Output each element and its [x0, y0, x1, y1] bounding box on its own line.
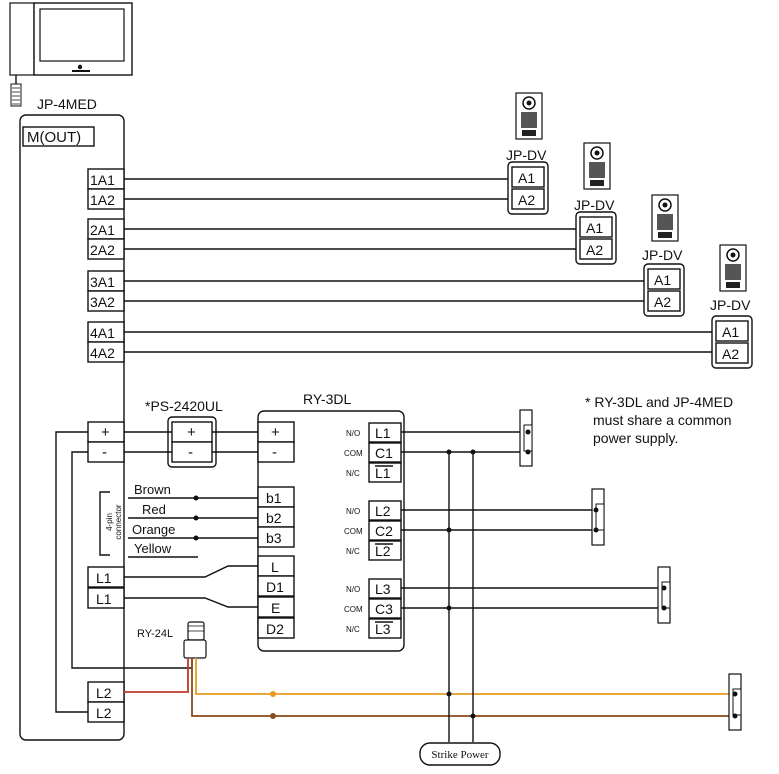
wire-orange-label: Orange — [132, 522, 175, 537]
svg-text:N/O: N/O — [346, 585, 360, 594]
svg-text:b2: b2 — [266, 510, 282, 526]
svg-text:4-pin: 4-pin — [105, 513, 114, 531]
svg-text:N/C: N/C — [346, 625, 360, 634]
terminal-1a2: 1A2 — [90, 192, 115, 208]
svg-text:-: - — [272, 444, 277, 461]
door-station-wires — [124, 178, 714, 353]
svg-text:D1: D1 — [266, 579, 284, 595]
svg-text:power supply.: power supply. — [593, 430, 678, 446]
wire-yellow-label: Yellow — [134, 541, 172, 556]
monitor-device-icon — [9, 2, 133, 107]
monitor-label: JP-4MED — [37, 96, 97, 112]
door-station-1-label: JP-DV — [506, 147, 547, 163]
main-terminal-box — [22, 126, 95, 147]
svg-text:L2: L2 — [96, 685, 112, 701]
door-station-2-label: JP-DV — [574, 197, 615, 213]
svg-text:L1: L1 — [96, 591, 112, 607]
svg-text:L1: L1 — [96, 570, 112, 586]
svg-text:L1: L1 — [375, 465, 391, 481]
strike-power-label: Strike Power — [431, 749, 488, 761]
svg-text:N/O: N/O — [346, 507, 360, 516]
strike-power-box — [419, 742, 501, 766]
door-station-icon — [583, 142, 611, 190]
relay-group-3: N/O COM N/C L3 C3 L3 — [344, 578, 402, 639]
relay-power-terminals: + - — [257, 421, 295, 463]
main-terminal-label: M(OUT) — [27, 129, 81, 146]
brown-wire — [191, 658, 735, 717]
red-wire — [124, 658, 189, 693]
orange-wire — [195, 658, 735, 695]
terminal-3a1: 3A1 — [90, 274, 115, 290]
terminal-4a2: 4A2 — [90, 345, 115, 361]
svg-text:C1: C1 — [375, 445, 393, 461]
door-station-3-label: JP-DV — [642, 247, 683, 263]
svg-text:L1: L1 — [375, 425, 391, 441]
monitor-power-terminals: + - — [87, 421, 125, 463]
svg-text:-: - — [102, 444, 107, 461]
svg-text:N/O: N/O — [346, 429, 360, 438]
relay-control-terminals: L D1 E D2 — [257, 555, 295, 639]
strike-lock-icon — [519, 409, 533, 467]
svg-text:D2: D2 — [266, 621, 284, 637]
svg-text:L2: L2 — [375, 503, 391, 519]
wire-red-label: Red — [142, 502, 166, 517]
door-station-icon — [719, 244, 747, 292]
power-supply-minus: - — [188, 444, 193, 461]
strike-lock-icon — [591, 488, 605, 546]
door-station-3-a2: A2 — [654, 294, 671, 310]
svg-text:* RY-3DL and JP-4MED: * RY-3DL and JP-4MED — [585, 394, 733, 410]
door-station-1-a1: A1 — [518, 170, 535, 186]
svg-text:COM: COM — [344, 605, 363, 614]
terminal-2a1: 2A1 — [90, 222, 115, 238]
svg-text:connector: connector — [114, 504, 123, 539]
door-station-icon — [515, 92, 543, 140]
svg-text:L3: L3 — [375, 581, 391, 597]
svg-text:L3: L3 — [375, 621, 391, 637]
svg-text:+: + — [101, 424, 110, 441]
door-station-2-a1: A1 — [586, 220, 603, 236]
terminal-1a1: 1A1 — [90, 172, 115, 188]
svg-text:L: L — [271, 559, 279, 575]
svg-text:b1: b1 — [266, 490, 282, 506]
strike-wires — [401, 431, 664, 742]
svg-text:+: + — [271, 424, 280, 441]
four-pin-connector: 4-pin connector Brown Red Orange Yellow — [99, 482, 258, 558]
relay-connector-terminals: b1 b2 b3 — [257, 486, 295, 548]
door-station-4-label: JP-DV — [710, 297, 751, 313]
strike-lock-icon — [657, 566, 671, 624]
ry24l-label: RY-24L — [137, 628, 173, 640]
svg-text:C3: C3 — [375, 601, 393, 617]
monitor-lock2-terminals: L2 L2 — [87, 681, 125, 723]
strike-lock-icon — [728, 673, 742, 731]
door-station-3-a1: A1 — [654, 272, 671, 288]
monitor-lock-terminals: L1 L1 — [87, 565, 258, 609]
ry24l-relay-icon — [183, 621, 207, 659]
svg-text:C2: C2 — [375, 523, 393, 539]
svg-text:COM: COM — [344, 527, 363, 536]
door-station-2-a2: A2 — [586, 242, 603, 258]
door-station-4-a1: A1 — [722, 324, 739, 340]
svg-text:COM: COM — [344, 449, 363, 458]
svg-text:L2: L2 — [375, 543, 391, 559]
relay-label: RY-3DL — [303, 391, 351, 407]
power-supply-plus: + — [187, 424, 196, 441]
svg-text:L2: L2 — [96, 705, 112, 721]
svg-text:must share a common: must share a common — [593, 412, 732, 428]
door-station-icon — [651, 194, 679, 242]
relay-group-1: N/O COM N/C L1 C1 L1 — [344, 422, 402, 483]
svg-text:b3: b3 — [266, 530, 282, 546]
svg-text:N/C: N/C — [346, 469, 360, 478]
terminal-2a2: 2A2 — [90, 242, 115, 258]
svg-text:N/C: N/C — [346, 547, 360, 556]
power-supply-label: *PS-2420UL — [145, 398, 223, 414]
relay-group-2: N/O COM N/C L2 C2 L2 — [344, 500, 402, 561]
door-station-1-a2: A2 — [518, 192, 535, 208]
note: * RY-3DL and JP-4MED must share a common… — [585, 394, 733, 446]
wire-brown-label: Brown — [134, 482, 171, 497]
door-station-4-a2: A2 — [722, 346, 739, 362]
terminal-4a1: 4A1 — [90, 325, 115, 341]
svg-text:E: E — [271, 600, 280, 616]
terminal-3a2: 3A2 — [90, 294, 115, 310]
